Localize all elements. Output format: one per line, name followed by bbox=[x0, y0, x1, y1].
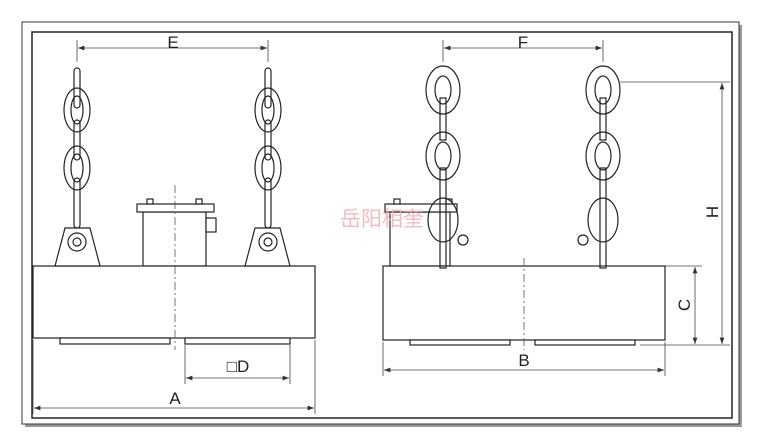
dim-label-c: C bbox=[675, 299, 694, 311]
side-view bbox=[382, 65, 666, 350]
dim-label-e: E bbox=[167, 33, 178, 52]
dim-label-h: H bbox=[703, 206, 722, 218]
dim-label-b: B bbox=[518, 351, 529, 370]
dimensions bbox=[32, 40, 730, 414]
magnet-body bbox=[32, 265, 316, 339]
watermark: 岳阳相奎 bbox=[340, 208, 424, 231]
dim-label-a: A bbox=[169, 389, 181, 408]
junction-box bbox=[142, 211, 207, 267]
dim-label-d: □D bbox=[227, 357, 250, 376]
front-view bbox=[32, 67, 316, 350]
dim-label-f: F bbox=[518, 33, 528, 52]
inner-frame bbox=[31, 31, 733, 419]
cable-gland-icon bbox=[205, 217, 217, 233]
